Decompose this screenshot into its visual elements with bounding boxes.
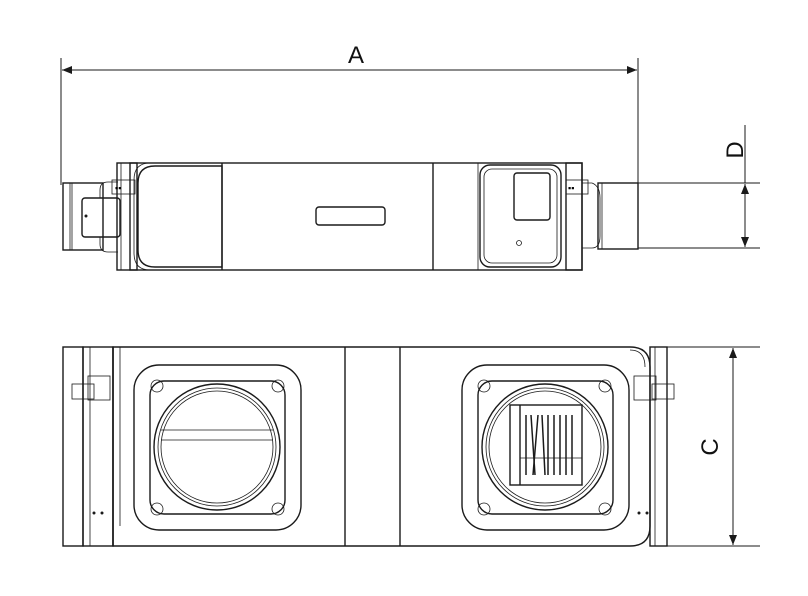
left-duct-port xyxy=(133,364,302,531)
dimension-d: D xyxy=(638,125,760,249)
display-screen xyxy=(513,172,551,221)
filter-cassette xyxy=(509,404,583,486)
dimension-d-label: D xyxy=(722,141,749,158)
bracket-icon: ▪▪ xyxy=(115,183,121,193)
dimension-c: C xyxy=(667,346,760,547)
right-duct-port xyxy=(461,364,630,531)
dimension-a: A xyxy=(60,42,639,185)
label-slot xyxy=(315,206,386,226)
dimension-c-label: C xyxy=(697,438,724,455)
top-view: ▪▪ ▪▪ xyxy=(62,162,639,271)
dimension-a-label: A xyxy=(348,42,364,69)
front-view xyxy=(62,346,675,547)
bracket-icon: ▪▪ xyxy=(568,183,574,193)
control-box xyxy=(479,164,562,268)
